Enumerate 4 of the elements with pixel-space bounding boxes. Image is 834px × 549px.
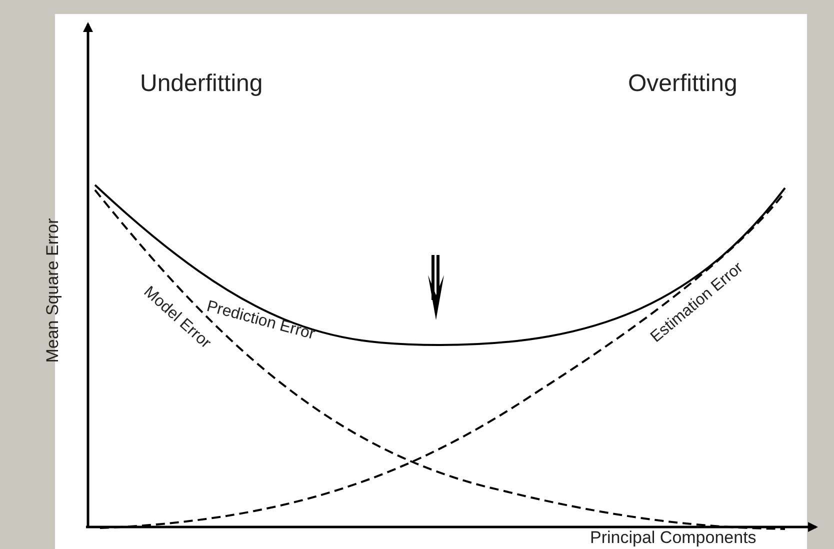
axis-title: Mean Square Error xyxy=(44,218,61,363)
axis-title: Principal Components xyxy=(590,529,756,546)
region-label: Overfitting xyxy=(628,72,738,96)
region-label: Underfitting xyxy=(140,72,263,96)
